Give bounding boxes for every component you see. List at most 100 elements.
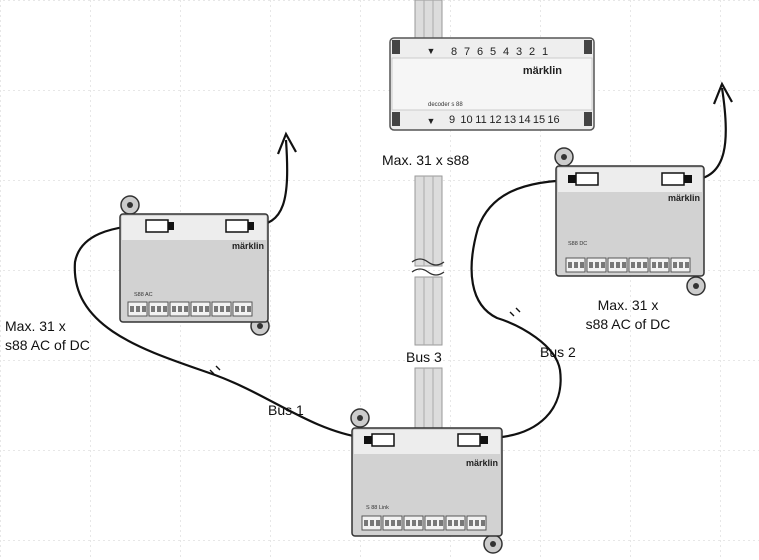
label-max-left-line1: Max. 31 x (5, 318, 66, 334)
decoder-pin-label: 1 (542, 46, 548, 58)
label-bus3: Bus 3 (406, 349, 442, 365)
module-left-terminals (127, 301, 253, 317)
module-right-s88-dc: märklin S88 DC (554, 147, 706, 296)
terminal-screw (610, 262, 614, 268)
terminal-screw (652, 262, 656, 268)
terminal-screw (568, 262, 572, 268)
decoder-pin-label: 4 (503, 46, 509, 58)
terminal-screw (199, 306, 203, 312)
terminal-screw (178, 306, 182, 312)
terminal-screw (673, 262, 677, 268)
terminal-screw (235, 306, 239, 312)
svg-text:▼: ▼ (427, 116, 436, 126)
terminal-screw (220, 306, 224, 312)
terminal-screw (151, 306, 155, 312)
module-link-brand: märklin (466, 458, 498, 468)
label-bus1: Bus 1 (268, 402, 304, 418)
terminal-screw (685, 262, 689, 268)
terminal-screw (193, 306, 197, 312)
terminal-screw (460, 520, 464, 526)
bus2-cable (470, 178, 581, 440)
label-max-right-line2: s88 AC of DC (585, 316, 671, 332)
decoder-pin-label: 3 (516, 46, 522, 58)
terminal-screw (163, 306, 167, 312)
label-max-right-line1: Max. 31 x (597, 297, 659, 313)
label-bus2: Bus 2 (540, 344, 576, 360)
terminal-screw (142, 306, 146, 312)
terminal-screw (469, 520, 473, 526)
terminal-screw (475, 520, 479, 526)
terminal-screw (406, 520, 410, 526)
arrow-up-icon (712, 81, 733, 105)
decoder-pin-label: 2 (529, 46, 535, 58)
terminal-screw (247, 306, 251, 312)
label-max-top: Max. 31 x s88 (382, 152, 470, 168)
terminal-screw (364, 520, 368, 526)
terminal-screw (481, 520, 485, 526)
terminal-screw (226, 306, 230, 312)
decoder-brand: märklin (523, 65, 562, 77)
terminal-screw (679, 262, 683, 268)
terminal-screw (130, 306, 134, 312)
terminal-screw (622, 262, 626, 268)
svg-text:▼: ▼ (427, 46, 436, 56)
module-link-model: S 88 Link (366, 505, 389, 511)
bus1-cable (73, 223, 365, 440)
module-left-s88-ac: märklin S88 AC (119, 195, 270, 336)
terminal-screw (589, 262, 593, 268)
terminal-screw (397, 520, 401, 526)
arrow-up-icon (276, 131, 297, 155)
terminal-screw (418, 520, 422, 526)
decoder-pin-label: 5 (490, 46, 496, 58)
terminal-screw (580, 262, 584, 268)
terminal-screw (631, 262, 635, 268)
terminal-screw (439, 520, 443, 526)
module-right-terminals (565, 257, 691, 273)
terminal-screw (214, 306, 218, 312)
decoder-pin-label: 15 (533, 114, 545, 126)
module-s88-link: märklin S 88 Link (350, 408, 503, 554)
terminal-screw (205, 306, 209, 312)
decoder-pin-label: 14 (518, 114, 530, 126)
terminal-screw (376, 520, 380, 526)
decoder-pin-label: 13 (504, 114, 516, 126)
terminal-screw (601, 262, 605, 268)
decoder-pin-label: 7 (464, 46, 470, 58)
module-right-model: S88 DC (568, 241, 587, 247)
terminal-screw (241, 306, 245, 312)
decoder-pin-label: 16 (547, 114, 559, 126)
terminal-screw (370, 520, 374, 526)
label-max-left-line2: s88 AC of DC (5, 337, 90, 353)
decoder-pin-label: 6 (477, 46, 483, 58)
module-left-brand: märklin (232, 241, 264, 251)
decoder-pin-label: 8 (451, 46, 457, 58)
decoder-pin-label: 11 (475, 114, 486, 126)
terminal-screw (136, 306, 140, 312)
terminal-screw (433, 520, 437, 526)
module-link-terminals (361, 515, 487, 531)
terminal-screw (172, 306, 176, 312)
terminal-screw (184, 306, 188, 312)
terminal-screw (574, 262, 578, 268)
module-left-model: S88 AC (134, 292, 153, 298)
terminal-screw (616, 262, 620, 268)
terminal-screw (427, 520, 431, 526)
decoder-pin-label: 10 (460, 114, 472, 126)
terminal-screw (391, 520, 395, 526)
terminal-screw (448, 520, 452, 526)
decoder-pin-label: 12 (489, 114, 501, 126)
terminal-screw (595, 262, 599, 268)
decoder-model: decoder s 88 (428, 102, 463, 108)
module-right-brand: märklin (668, 193, 700, 203)
terminal-screw (637, 262, 641, 268)
terminal-screw (412, 520, 416, 526)
terminal-screw (643, 262, 647, 268)
terminal-screw (454, 520, 458, 526)
decoder-pin-label: 9 (449, 114, 455, 126)
terminal-screw (658, 262, 662, 268)
terminal-screw (157, 306, 161, 312)
